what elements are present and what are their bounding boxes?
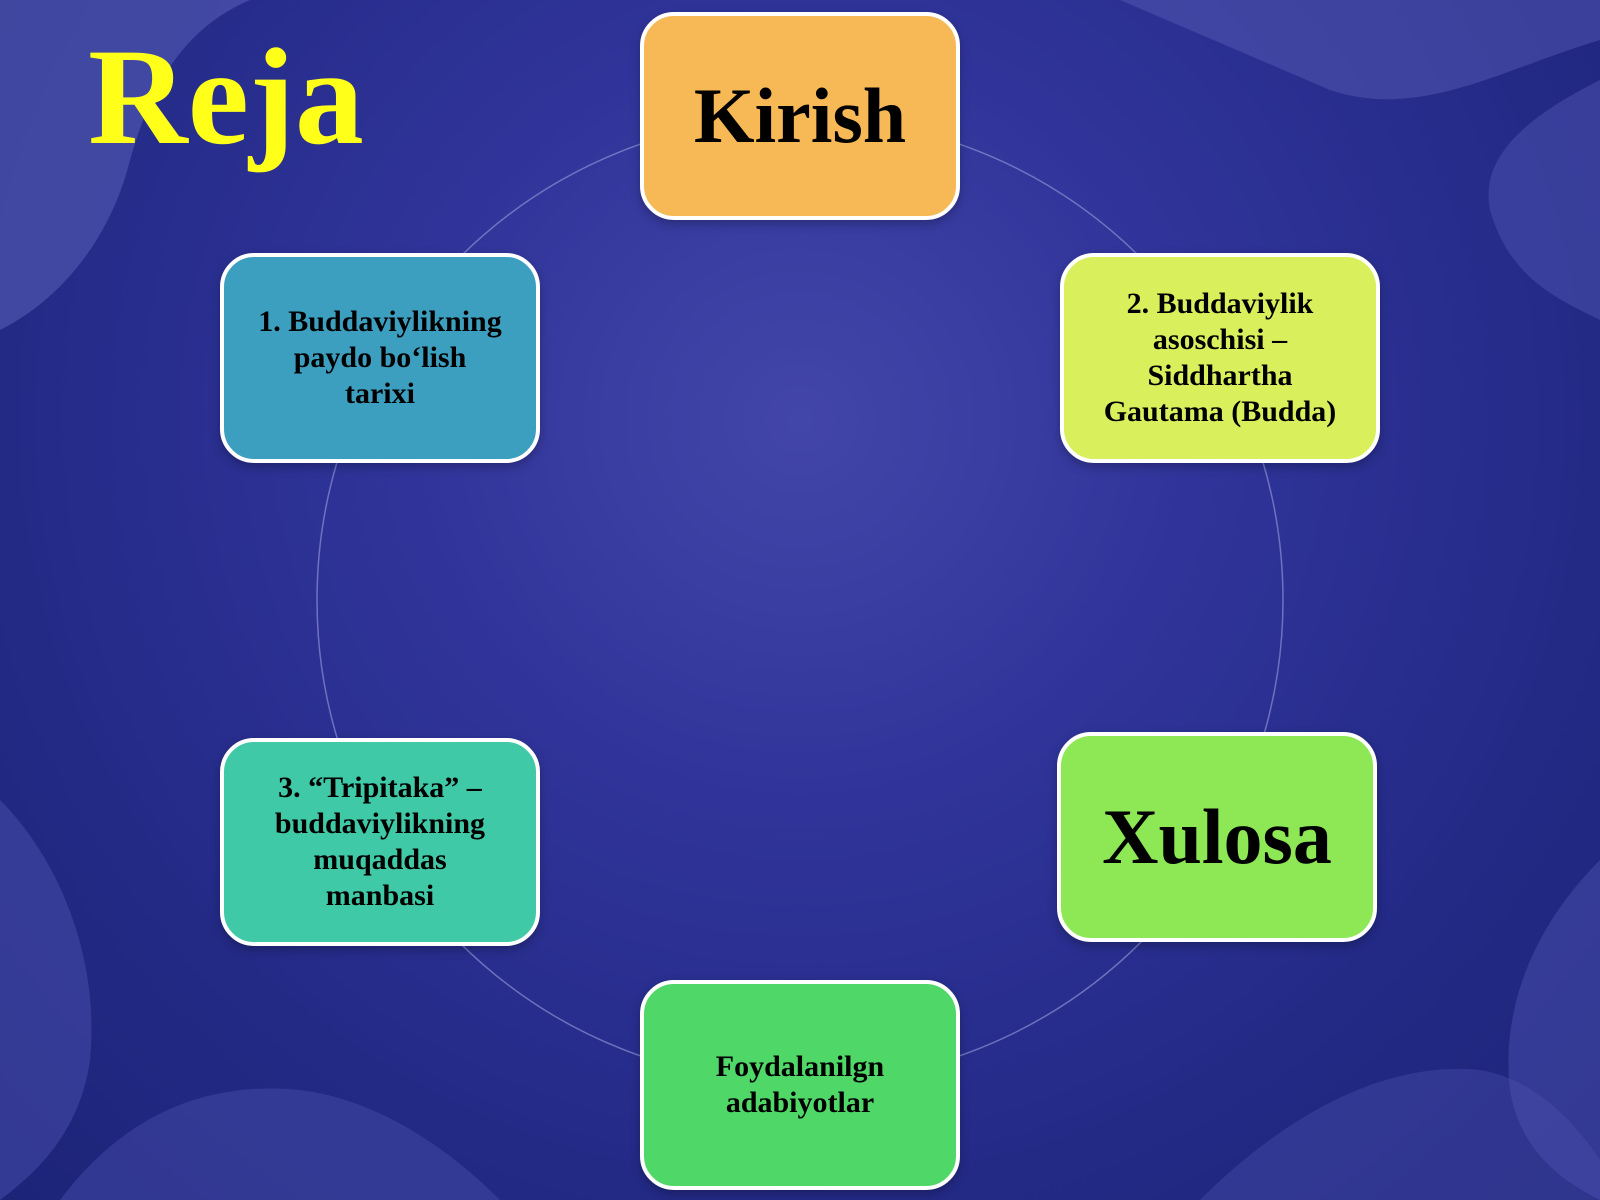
node-paydo-bolish-tarixi[interactable]: 1. Buddaviylikning paydo bo‘lish tarixi	[220, 253, 540, 463]
corner-shape-bottom-left-2	[60, 1088, 500, 1200]
corner-shape-right-upper	[1488, 80, 1600, 320]
corner-shape-top-left	[0, 0, 250, 330]
node-kirish[interactable]: Kirish	[640, 12, 960, 220]
corner-shape-bottom-right-2	[1200, 1068, 1600, 1200]
node-buddaviylik-asoschisi[interactable]: 2. Buddaviylik asoschisi – Siddhartha Ga…	[1060, 253, 1380, 463]
node-kirish-label: Kirish	[693, 72, 907, 159]
node-paydo-bolish-tarixi-label: 1. Buddaviylikning paydo bo‘lish tarixi	[258, 305, 502, 410]
node-foydalanilgan-adabiyotlar-label: Foydalanilgn adabiyotlar	[715, 1050, 885, 1119]
node-xulosa[interactable]: Xulosa	[1057, 732, 1377, 942]
node-buddaviylik-asoschisi-label: 2. Buddaviylik asoschisi – Siddhartha Ga…	[1103, 287, 1337, 428]
corner-shape-bottom-right	[1508, 860, 1600, 1200]
node-xulosa-label: Xulosa	[1102, 793, 1332, 880]
node-tripitaka-label: 3. “Tripitaka” – buddaviylikning muqadda…	[274, 771, 486, 912]
node-foydalanilgan-adabiyotlar[interactable]: Foydalanilgn adabiyotlar	[640, 980, 960, 1190]
corner-shape-top-right	[1120, 0, 1600, 100]
corner-shape-bottom-left	[0, 800, 92, 1200]
node-tripitaka[interactable]: 3. “Tripitaka” – buddaviylikning muqadda…	[220, 738, 540, 946]
slide-title: Reja	[88, 20, 364, 173]
